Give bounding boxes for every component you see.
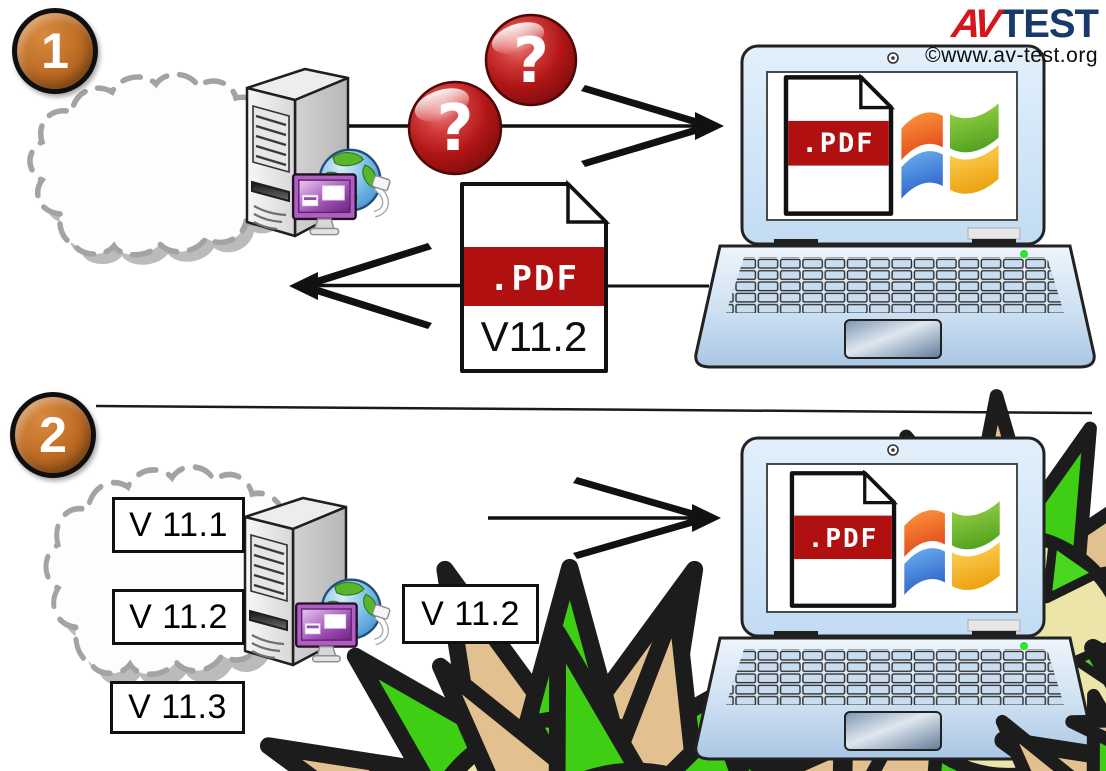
question-mark: ? <box>513 24 549 97</box>
section-2: .PDF <box>6 314 1106 771</box>
logo-test-text: TEST <box>999 2 1099 46</box>
signature-label-v11-1: V 11.1 <box>112 497 245 553</box>
signature-label-text: V 11.2 <box>421 594 520 633</box>
section-divider <box>95 404 1093 415</box>
copyright-text: ©www.av-test.org <box>925 44 1098 67</box>
step-1-badge: 1 <box>12 8 98 94</box>
question-mark: ? <box>436 92 473 166</box>
logo-av-mark: AV <box>949 2 1000 46</box>
delivered-signature-label: V 11.2 <box>402 584 539 644</box>
signature-label-v11-2: V 11.2 <box>112 589 245 645</box>
step-2-number: 2 <box>39 407 67 463</box>
signature-label-text: V 11.3 <box>128 688 227 726</box>
step-2-badge: 2 <box>10 392 96 478</box>
pdf-version-label: V11.2 <box>481 313 588 360</box>
arrow-left-icon <box>289 243 432 329</box>
av-test-logo: AV TEST ©www.av-test.org <box>925 2 1099 67</box>
step-1-number: 1 <box>41 23 69 79</box>
question-orb-2: ? <box>484 13 578 107</box>
pdf-extension-label: .PDF <box>489 259 579 299</box>
screen-pdf-label: .PDF <box>801 128 874 159</box>
signature-label-text: V 11.2 <box>129 597 228 636</box>
signature-label-text: V 11.1 <box>129 505 228 544</box>
screen-pdf-label: .PDF <box>808 524 879 554</box>
laptop1-screen-content: .PDF <box>578 77 1106 771</box>
laptop2-screen-content: .PDF <box>337 473 1106 771</box>
section-1: ? ? .PDF V11.2 .PDF <box>30 13 1106 771</box>
pdf-document-icon: .PDF V11.2 <box>460 179 611 373</box>
laptop-icon <box>694 44 1096 369</box>
arrow-right-icon <box>573 477 721 559</box>
signature-label-v11-3: V 11.3 <box>110 681 245 734</box>
arrow-right-icon <box>581 85 724 167</box>
question-orb-1: ? <box>407 80 503 176</box>
